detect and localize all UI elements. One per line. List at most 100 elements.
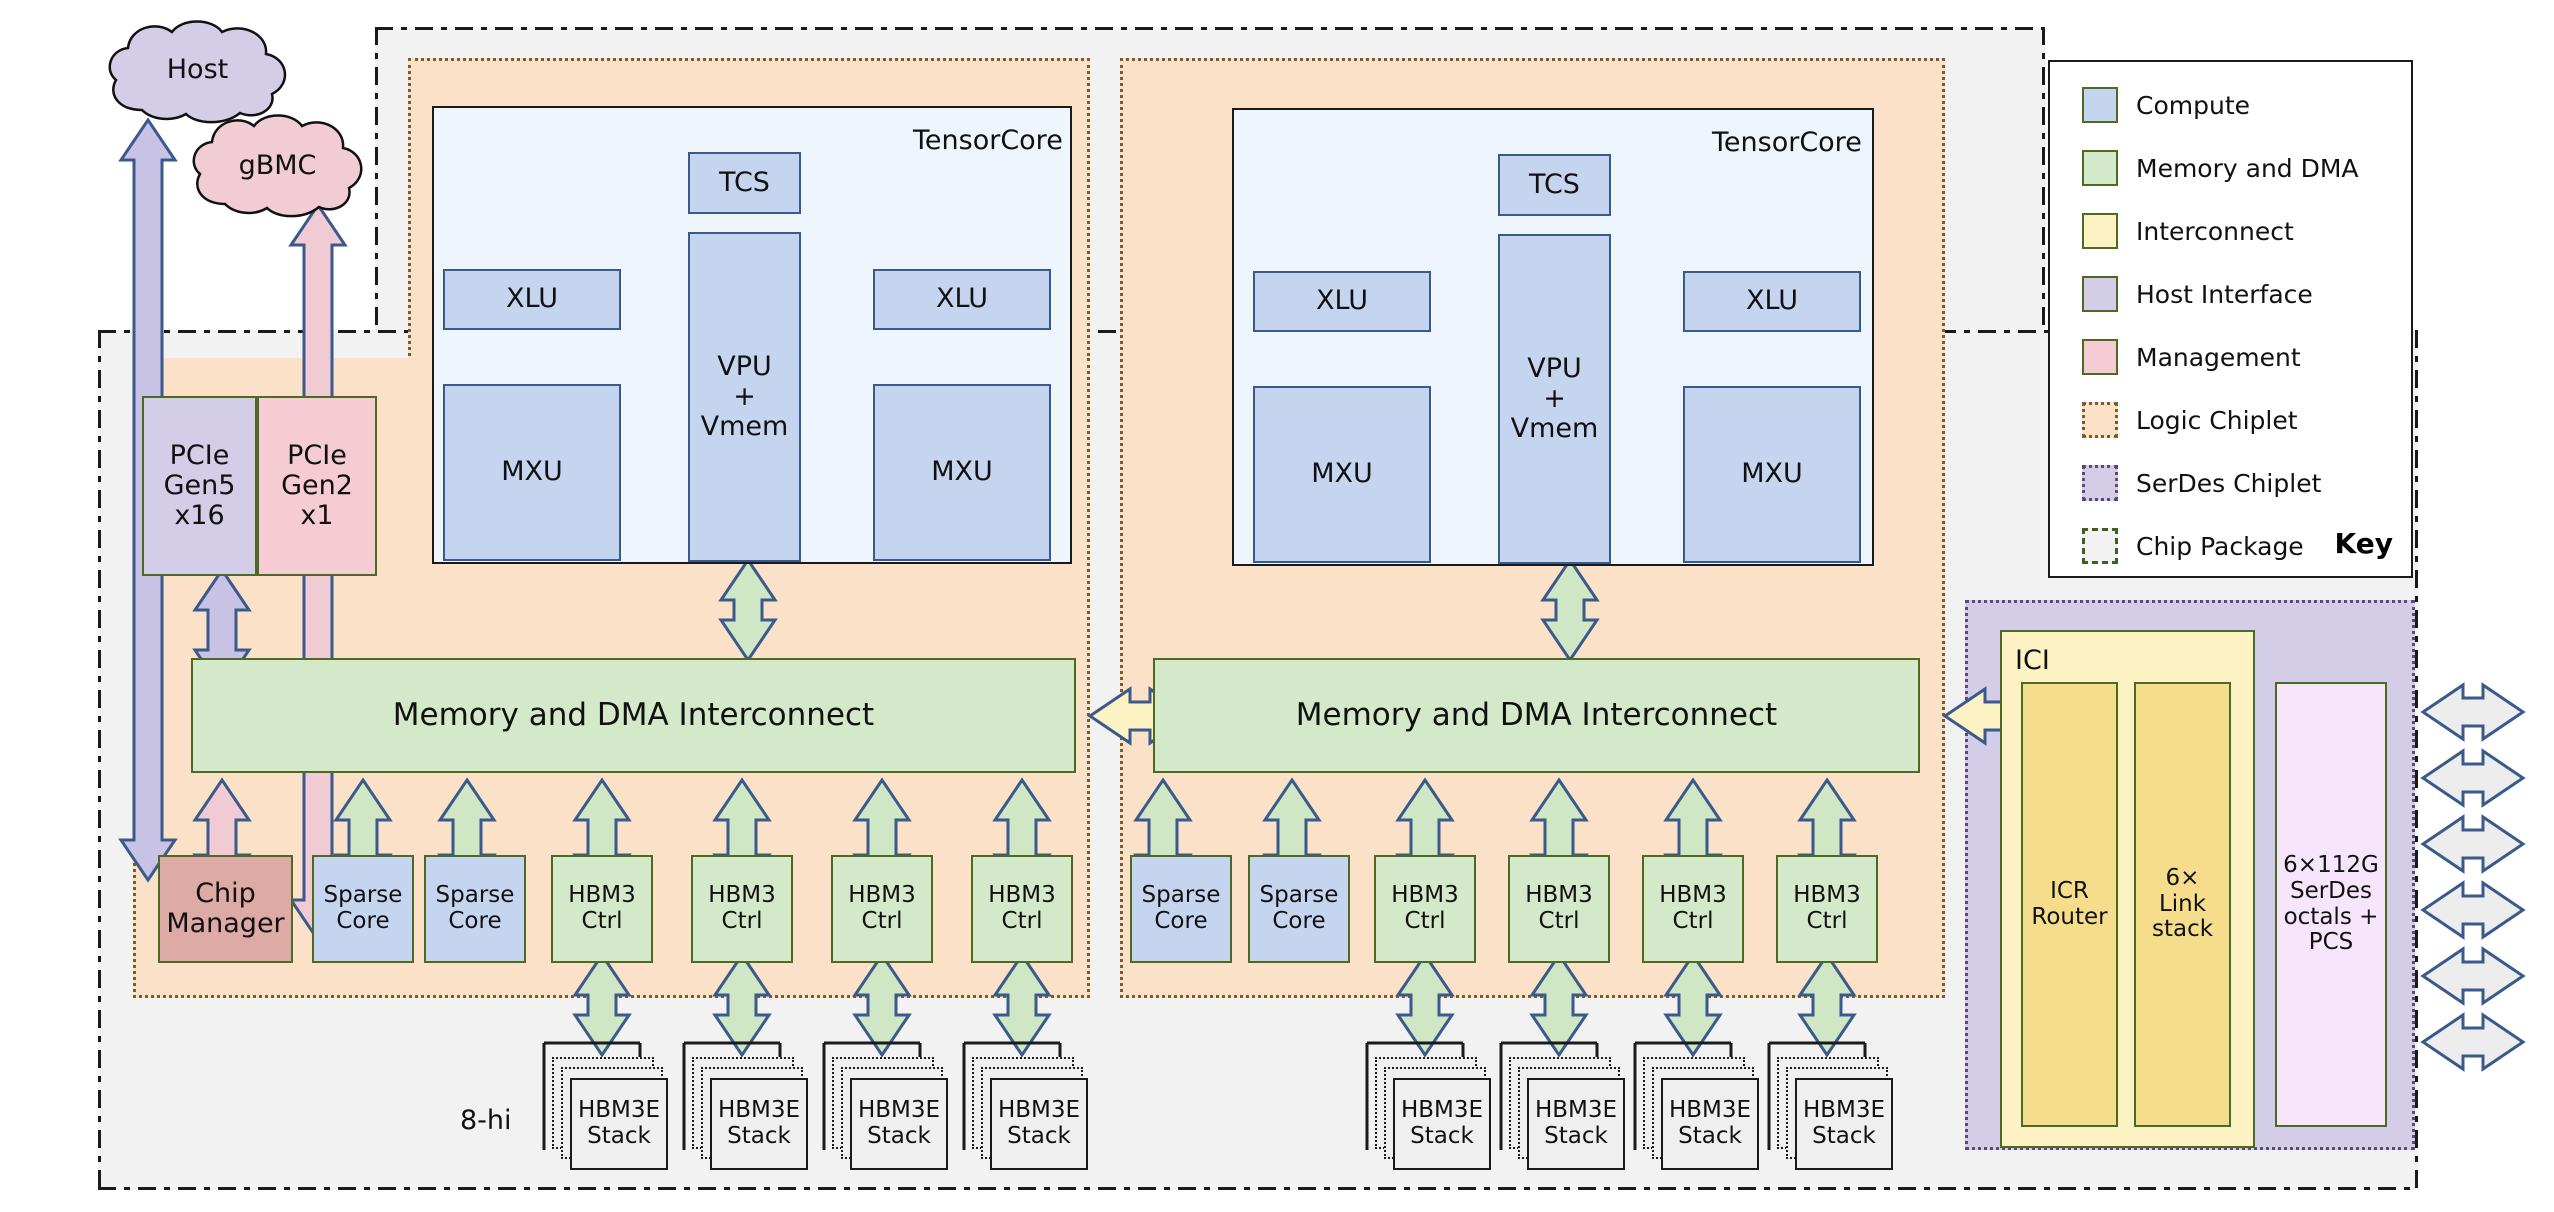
hbm3e-stack-r3[interactable]: HBM3E Stack bbox=[1795, 1078, 1893, 1170]
key-item-compute: Compute bbox=[2082, 87, 2250, 123]
key-label-compute: Compute bbox=[2136, 90, 2251, 120]
hbm3e-stack-r2[interactable]: HBM3E Stack bbox=[1661, 1078, 1759, 1170]
pcie-gen5-line-3: x16 bbox=[174, 500, 225, 532]
hbm3-ctrl-r1[interactable]: HBM3 Ctrl bbox=[1508, 855, 1610, 963]
vpu-right-line-2: + bbox=[1543, 382, 1566, 414]
pcie-gen2-line-2: Gen2 bbox=[281, 469, 353, 501]
key-swatch-host-interface bbox=[2082, 276, 2118, 312]
link-stack-block[interactable]: 6× Link stack bbox=[2134, 682, 2231, 1127]
key-label-chip-package: Chip Package bbox=[2136, 531, 2304, 561]
xlu-left-west[interactable]: XLU bbox=[443, 269, 621, 330]
hbm3e-stack-r0[interactable]: HBM3E Stack bbox=[1393, 1078, 1491, 1170]
ici-label: ICI bbox=[2015, 645, 2050, 676]
sparse-core-r1-line-1: Sparse bbox=[1259, 882, 1339, 909]
hbm3-ctrl-r1-line-1: HBM3 bbox=[1525, 882, 1593, 909]
hbm3-ctrl-r2[interactable]: HBM3 Ctrl bbox=[1642, 855, 1744, 963]
hbm3-ctrl-r3-line-1: HBM3 bbox=[1793, 882, 1861, 909]
hbm3e-stack-r1-line-1: HBM3E bbox=[1534, 1097, 1618, 1124]
hbm3-ctrl-l0-line-1: HBM3 bbox=[568, 882, 636, 909]
hbm3e-stack-l1[interactable]: HBM3E Stack bbox=[710, 1078, 808, 1170]
key-item-serdes-chiplet: SerDes Chiplet bbox=[2082, 465, 2321, 501]
hbm3e-stack-l3[interactable]: HBM3E Stack bbox=[990, 1078, 1088, 1170]
key-item-interconnect: Interconnect bbox=[2082, 213, 2294, 249]
serdes-port-arrow-2 bbox=[2420, 748, 2526, 808]
serdes-port-arrow-5 bbox=[2420, 946, 2526, 1006]
hbm3e-stack-l1-line-2: Stack bbox=[727, 1123, 791, 1149]
pcie-gen5-line-2: Gen5 bbox=[163, 469, 236, 501]
hbm3-ctrl-l1-line-2: Ctrl bbox=[721, 908, 763, 934]
sparse-core-l1[interactable]: Sparse Core bbox=[424, 855, 526, 963]
link-stack-line-2: Link bbox=[2158, 890, 2207, 917]
pcie-gen5-block[interactable]: PCIe Gen5 x16 bbox=[142, 396, 257, 576]
tcs-left-label: TCS bbox=[719, 166, 770, 198]
mxu-right-west[interactable]: MXU bbox=[1253, 386, 1431, 563]
serdes-line-1: 6×112G bbox=[2283, 852, 2379, 878]
xlu-right-west-label: XLU bbox=[1316, 285, 1368, 317]
hbm3e-stack-l2[interactable]: HBM3E Stack bbox=[850, 1078, 948, 1170]
sparse-core-l1-line-1: Sparse bbox=[435, 882, 515, 909]
xlu-right-west[interactable]: XLU bbox=[1253, 271, 1431, 332]
tcs-right-label: TCS bbox=[1529, 168, 1580, 200]
sparse-core-r1[interactable]: Sparse Core bbox=[1248, 855, 1350, 963]
hbm3e-stack-r0-line-1: HBM3E bbox=[1400, 1097, 1484, 1124]
serdes-port-arrow-3 bbox=[2420, 814, 2526, 874]
key-swatch-memory-dma bbox=[2082, 150, 2118, 186]
hbm3e-stack-r2-line-2: Stack bbox=[1678, 1123, 1742, 1149]
xlu-right-east[interactable]: XLU bbox=[1683, 271, 1861, 332]
hbm3-ctrl-r3[interactable]: HBM3 Ctrl bbox=[1776, 855, 1878, 963]
vpu-right-line-1: VPU bbox=[1527, 352, 1582, 384]
vpu-vmem-left[interactable]: VPU + Vmem bbox=[688, 232, 801, 562]
mxu-right-east[interactable]: MXU bbox=[1683, 386, 1861, 563]
serdes-port-arrow-1 bbox=[2420, 682, 2526, 742]
key-title: Key bbox=[2334, 527, 2393, 560]
key-item-memory-dma: Memory and DMA bbox=[2082, 150, 2359, 186]
tcs-left[interactable]: TCS bbox=[688, 152, 801, 214]
hbm3-ctrl-l1-line-1: HBM3 bbox=[708, 882, 776, 909]
vpu-vmem-right[interactable]: VPU + Vmem bbox=[1498, 234, 1611, 564]
hbm3-ctrl-r3-line-2: Ctrl bbox=[1806, 908, 1848, 934]
hbm3e-stack-l0[interactable]: HBM3E Stack bbox=[570, 1078, 668, 1170]
icr-router-block[interactable]: ICR Router bbox=[2021, 682, 2118, 1127]
pcie-gen2-line-3: x1 bbox=[300, 500, 334, 532]
hbm3-ctrl-l1[interactable]: HBM3 Ctrl bbox=[691, 855, 793, 963]
hbm3-ctrl-l3-line-2: Ctrl bbox=[1001, 908, 1043, 934]
hbm3e-stack-l2-line-1: HBM3E bbox=[857, 1097, 941, 1124]
hbm3-ctrl-r2-line-2: Ctrl bbox=[1672, 908, 1714, 934]
vpu-left-line-2: + bbox=[733, 380, 756, 412]
tensorcore-right-label: TensorCore bbox=[1712, 127, 1862, 158]
serdes-octals-pcs-block[interactable]: 6×112G SerDes octals + PCS bbox=[2275, 682, 2387, 1127]
key-label-serdes-chiplet: SerDes Chiplet bbox=[2136, 468, 2322, 498]
hbm3-ctrl-l2[interactable]: HBM3 Ctrl bbox=[831, 855, 933, 963]
hbm3-ctrl-r0[interactable]: HBM3 Ctrl bbox=[1374, 855, 1476, 963]
xlu-left-east[interactable]: XLU bbox=[873, 269, 1051, 330]
vpu-left-line-1: VPU bbox=[717, 350, 772, 382]
memory-dma-interconnect-right[interactable]: Memory and DMA Interconnect bbox=[1153, 658, 1920, 773]
key-swatch-management bbox=[2082, 339, 2118, 375]
hbm3-ctrl-l0[interactable]: HBM3 Ctrl bbox=[551, 855, 653, 963]
mxu-left-west[interactable]: MXU bbox=[443, 384, 621, 561]
memory-dma-interconnect-left[interactable]: Memory and DMA Interconnect bbox=[191, 658, 1076, 773]
gbmc-cloud-label: gBMC bbox=[238, 150, 317, 181]
sparse-core-r0[interactable]: Sparse Core bbox=[1130, 855, 1232, 963]
pcie-gen2-block[interactable]: PCIe Gen2 x1 bbox=[257, 396, 377, 576]
mxu-left-east[interactable]: MXU bbox=[873, 384, 1051, 561]
hbm3e-stack-l3-line-2: Stack bbox=[1007, 1123, 1071, 1149]
hbm3e-stack-r3-line-2: Stack bbox=[1812, 1123, 1876, 1149]
serdes-line-3: octals + bbox=[2283, 903, 2379, 930]
key-swatch-serdes-chiplet bbox=[2082, 465, 2118, 501]
key-label-memory-dma: Memory and DMA bbox=[2136, 153, 2359, 183]
sparse-core-l0[interactable]: Sparse Core bbox=[312, 855, 414, 963]
icr-router-line-1: ICR bbox=[2050, 877, 2089, 904]
tensorcore-left-label: TensorCore bbox=[913, 125, 1063, 156]
hbm3e-stack-l1-line-1: HBM3E bbox=[717, 1097, 801, 1124]
chip-manager-block[interactable]: Chip Manager bbox=[158, 855, 293, 963]
tcs-right[interactable]: TCS bbox=[1498, 154, 1611, 216]
icr-router-line-2: Router bbox=[2031, 903, 2108, 930]
serdes-line-2: SerDes bbox=[2289, 877, 2373, 904]
mxu-left-west-label: MXU bbox=[501, 456, 563, 488]
hbm3-ctrl-l3[interactable]: HBM3 Ctrl bbox=[971, 855, 1073, 963]
hbm3e-stack-r1[interactable]: HBM3E Stack bbox=[1527, 1078, 1625, 1170]
link-stack-line-1: 6× bbox=[2165, 864, 2200, 891]
hbm3-ctrl-l2-line-1: HBM3 bbox=[848, 882, 916, 909]
